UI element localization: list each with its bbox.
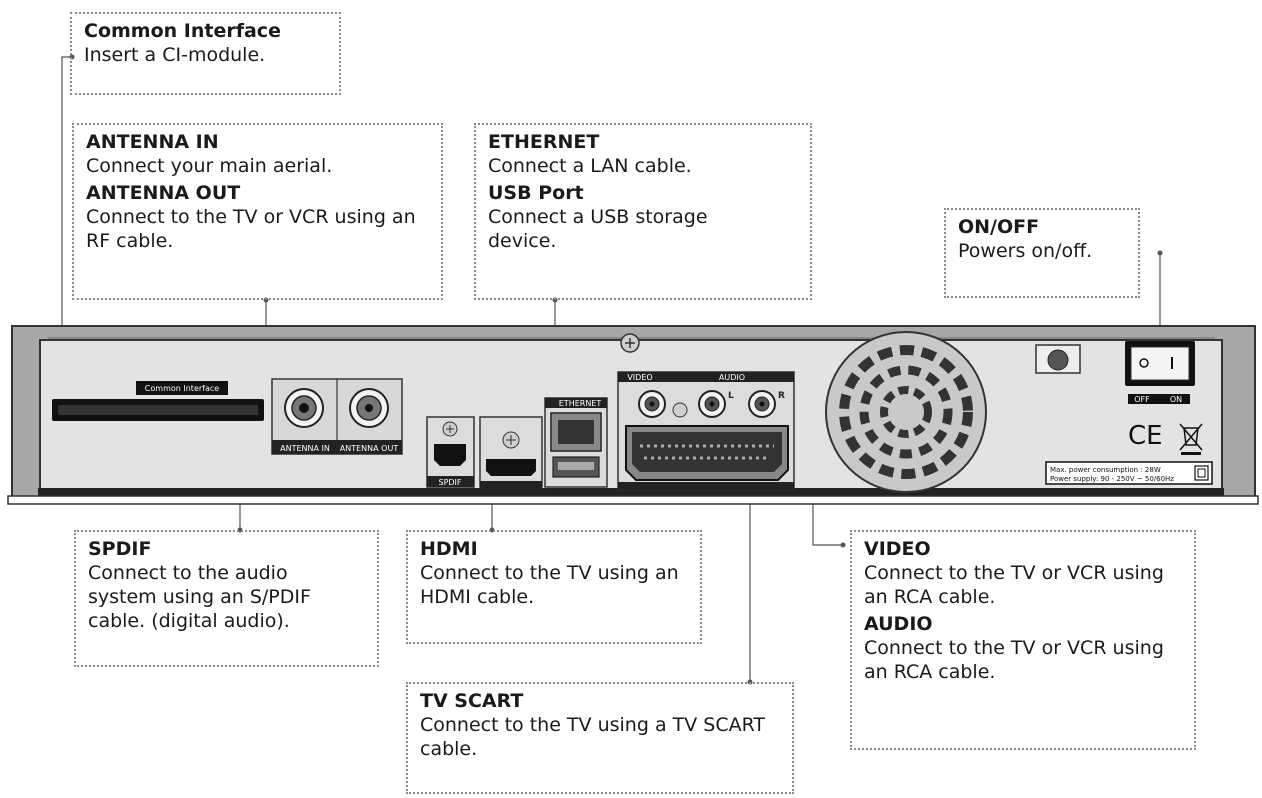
panel-base [38, 488, 1224, 497]
usb-rating-label: 5V ⎓ 0.5A [576, 489, 611, 497]
double-insulation-icon [1194, 465, 1209, 481]
switch-on-label: ON [1170, 395, 1182, 404]
callout-video-audio: VIDEO Connect to the TV or VCR using an … [850, 530, 1196, 750]
switch-label-strip [1128, 394, 1190, 404]
screw-icon [672, 402, 688, 418]
audio-l-rca-port[interactable] [698, 390, 726, 418]
audio-r-rca-port[interactable] [748, 390, 776, 418]
antenna-out-port[interactable] [349, 388, 389, 428]
video-title: VIDEO [864, 538, 931, 560]
hdmi-desc: Connect to the TV using an HDMI cable. [420, 562, 679, 608]
fan-grille-icon [825, 331, 987, 493]
ci-panel-label: Common Interface [145, 384, 219, 393]
ethernet-title: ETHERNET [488, 131, 600, 153]
tv-scart-title: TV SCART [420, 690, 524, 712]
audio-desc: Connect to the TV or VCR using an RCA ca… [864, 637, 1164, 683]
hdmi-port[interactable]: HDMI [479, 416, 543, 497]
ethernet-panel-label: ETHERNET [559, 399, 602, 408]
usb-desc: Connect a USB storage device. [488, 206, 708, 252]
antenna-in-port[interactable] [284, 388, 324, 428]
audio-panel-label: AUDIO [719, 373, 745, 382]
onoff-desc: Powers on/off. [958, 240, 1093, 262]
screw-icon [620, 333, 640, 353]
antenna-in-title: ANTENNA IN [86, 131, 219, 153]
antenna-in-desc: Connect your main aerial. [86, 155, 333, 177]
antenna-out-panel-label: ANTENNA OUT [340, 444, 399, 453]
tv-scart-port[interactable] [625, 425, 789, 481]
audio-title: AUDIO [864, 613, 933, 635]
ce-mark: CE [1128, 421, 1163, 451]
spdif-port[interactable]: SPDIF [426, 416, 475, 488]
video-desc: Connect to the TV or VCR using an RCA ca… [864, 562, 1164, 608]
antenna-out-desc: Connect to the TV or VCR using an RF cab… [86, 206, 416, 252]
callout-spdif: SPDIF Connect to the audio system using … [74, 530, 379, 667]
usb-port[interactable] [552, 456, 600, 478]
video-panel-label: VIDEO [627, 373, 652, 382]
antenna-out-title: ANTENNA OUT [86, 182, 241, 204]
audio-r-label: R [778, 391, 785, 401]
switch-off-label: OFF [1134, 395, 1150, 404]
ethernet-usb-block: ETHERNET ⇶ 5V ⎓ 0.5A [544, 397, 611, 498]
power-switch-icon[interactable] [1125, 341, 1195, 386]
weee-bin-icon [1179, 423, 1203, 455]
callout-tv-scart: TV SCART Connect to the TV using a TV SC… [406, 682, 794, 794]
video-rca-port[interactable] [638, 390, 666, 418]
cable-clip [1035, 344, 1081, 374]
ethernet-desc: Connect a LAN cable. [488, 155, 692, 177]
spdif-desc: Connect to the audio system using an S/P… [88, 562, 311, 632]
av-block: VIDEO AUDIO L R TV SCART [617, 371, 795, 497]
common-interface-slot[interactable]: Common Interface [52, 381, 264, 421]
tv-scart-desc: Connect to the TV using a TV SCART cable… [420, 714, 766, 760]
power-consumption-label: Max. power consumption : 28W [1050, 466, 1161, 474]
spdif-title: SPDIF [88, 538, 152, 560]
callout-ethernet-usb: ETHERNET Connect a LAN cable. USB Port C… [474, 123, 812, 300]
onoff-title: ON/OFF [958, 216, 1040, 238]
callout-onoff: ON/OFF Powers on/off. [944, 208, 1140, 298]
common-interface-title: Common Interface [84, 20, 281, 42]
power-supply-label: Power supply: 90 - 250V ~ 50/60Hz [1050, 475, 1174, 483]
callout-common-interface: Common Interface Insert a CI-module. [70, 12, 341, 95]
panel-foot [7, 495, 1259, 505]
common-interface-desc: Insert a CI-module. [84, 44, 266, 66]
callout-hdmi: HDMI Connect to the TV using an HDMI cab… [406, 530, 702, 644]
power-info-box [1045, 461, 1213, 485]
audio-l-label: L [728, 391, 734, 401]
hdmi-title: HDMI [420, 538, 478, 560]
antenna-in-panel-label: ANTENNA IN [280, 444, 330, 453]
hdmi-panel-label: HDMI [502, 488, 523, 497]
usb-icon: ⇶ [548, 487, 556, 498]
ethernet-port[interactable] [550, 412, 602, 452]
callout-antenna: ANTENNA IN Connect your main aerial. ANT… [72, 123, 443, 300]
tv-scart-panel-label: TV SCART [686, 488, 726, 497]
antenna-ports: ANTENNA IN ANTENNA OUT [271, 378, 403, 455]
spdif-panel-label: SPDIF [438, 478, 461, 487]
usb-title: USB Port [488, 182, 584, 204]
